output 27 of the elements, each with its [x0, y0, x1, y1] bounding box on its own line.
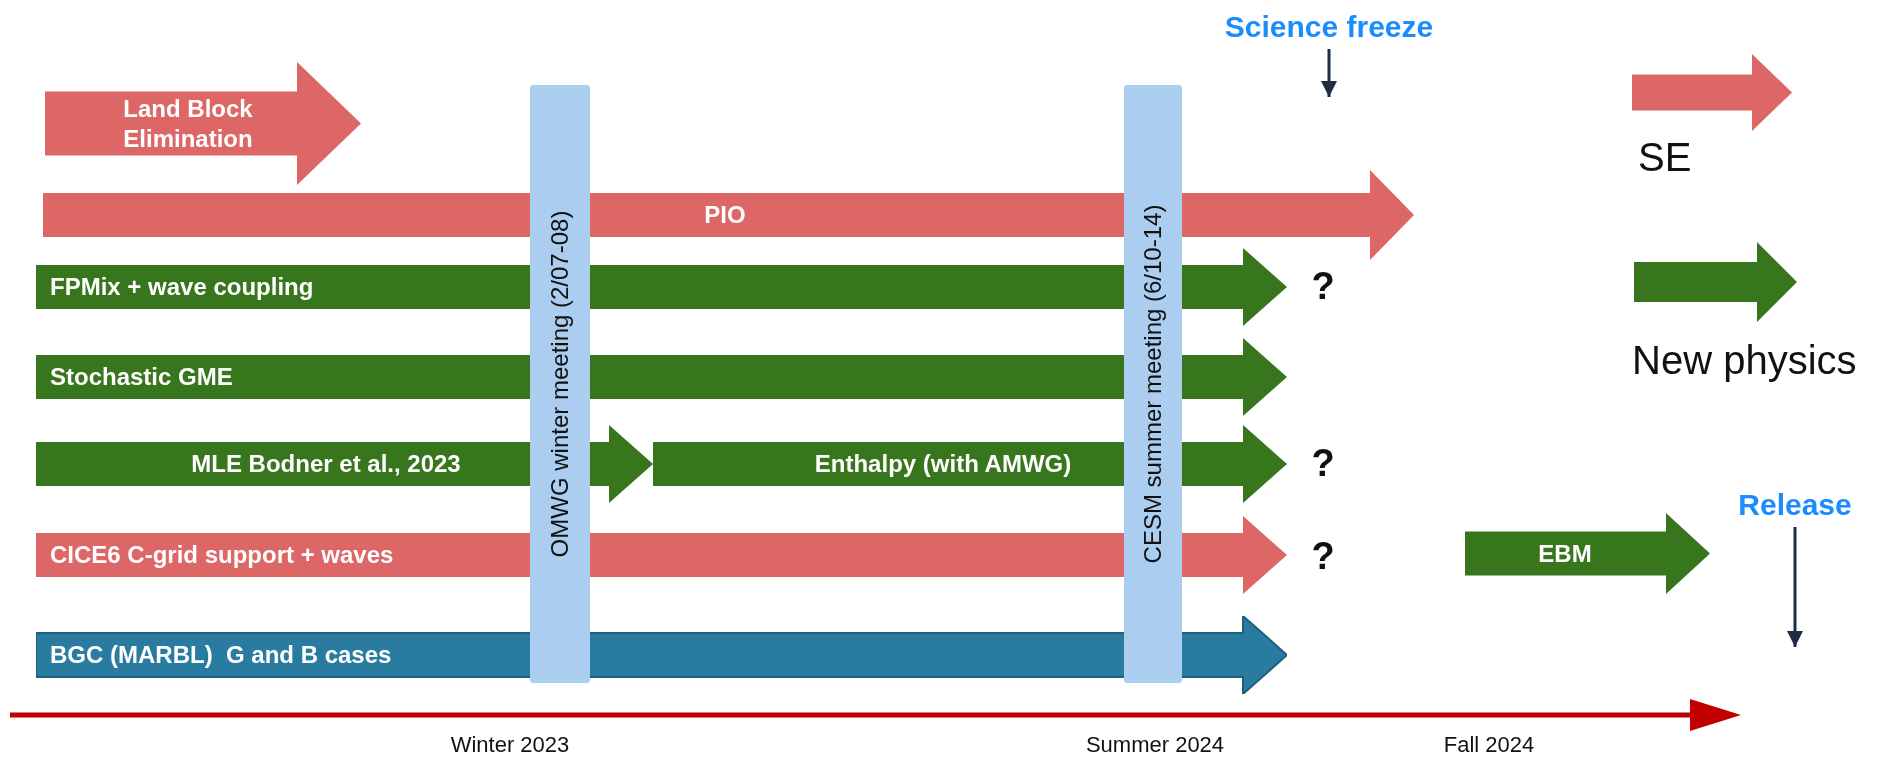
arrow	[1321, 49, 1337, 97]
task-label: MLE Bodner et al., 2023	[191, 449, 461, 479]
legend-label: New physics	[1632, 337, 1857, 383]
task-label: Land Block Elimination	[122, 93, 254, 154]
task-label: PIO	[704, 200, 746, 230]
task-label: CICE6 C-grid support + waves	[50, 540, 394, 570]
timeline-label: Summer 2024	[1085, 732, 1225, 758]
milestone-label: Science freeze	[1224, 10, 1434, 44]
arrow	[1787, 527, 1803, 647]
task-bar	[45, 62, 361, 185]
timeline-label: Fall 2024	[1443, 732, 1535, 758]
meeting-label: CESM summer meeting (6/10-14)	[1139, 204, 1167, 564]
task-label: EBM	[1538, 538, 1592, 569]
task-label: Enthalpy (with AMWG)	[814, 449, 1072, 479]
question-mark: ?	[1311, 441, 1335, 485]
meeting-label: OMWG winter meeting (2/07-08)	[546, 210, 574, 558]
legend-label: SE	[1638, 134, 1692, 180]
task-label: Stochastic GME	[50, 362, 233, 392]
question-mark: ?	[1311, 264, 1335, 308]
meeting-bar	[1124, 85, 1182, 683]
meeting-bar	[530, 85, 590, 683]
task-label: FPMix + wave coupling	[50, 272, 314, 302]
task-bar	[1465, 513, 1710, 594]
task-label: BGC (MARBL) G and B cases	[50, 640, 392, 670]
milestone-label: Release	[1738, 488, 1852, 522]
timeline-label: Winter 2023	[450, 732, 570, 758]
question-mark: ?	[1311, 534, 1335, 578]
